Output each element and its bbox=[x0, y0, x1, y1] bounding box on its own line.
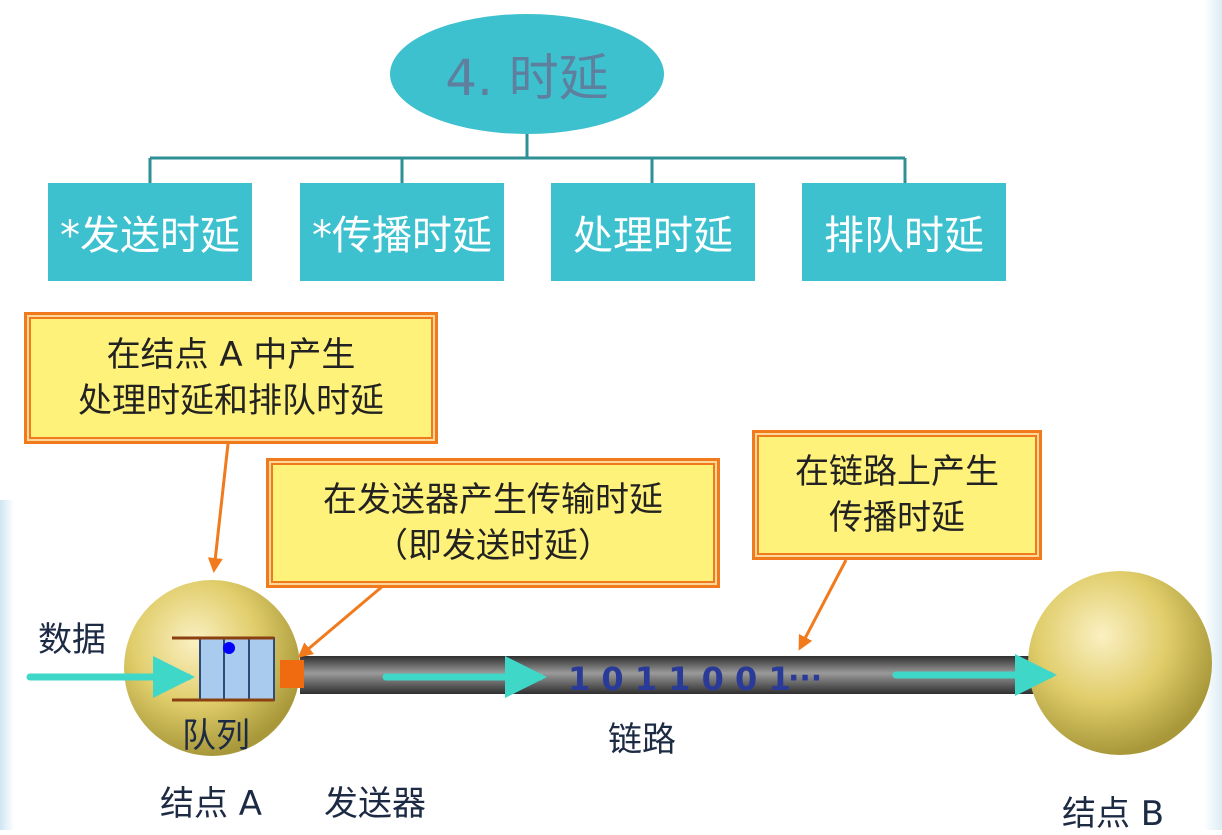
callout-link: 在链路上产生 传播时延 bbox=[752, 430, 1042, 560]
callout-line: 在发送器产生传输时延 bbox=[323, 480, 663, 520]
category-transmission-delay: *发送时延 bbox=[48, 183, 252, 281]
callout-pointers bbox=[207, 443, 848, 658]
data-label: 数据 bbox=[38, 620, 106, 660]
callout-line: 在链路上产生 bbox=[795, 452, 999, 492]
queue-label: 队列 bbox=[182, 716, 250, 756]
node-b-sphere bbox=[1028, 571, 1212, 755]
packet-dot bbox=[223, 642, 235, 654]
bits-ellipsis: ··· bbox=[788, 661, 822, 696]
category-label: 排队时延 bbox=[824, 213, 984, 259]
data-flow-arrows bbox=[26, 654, 1057, 698]
category-label: *传播时延 bbox=[312, 213, 492, 259]
callout-sender: 在发送器产生传输时延 （即发送时延） bbox=[266, 458, 720, 588]
sender-block bbox=[280, 660, 304, 688]
left-edge-gradient bbox=[0, 500, 14, 830]
title-ellipse: 4. 时延 bbox=[390, 14, 664, 134]
callout-line: 处理时延和排队时延 bbox=[78, 381, 384, 421]
callout-line: （即发送时延） bbox=[374, 526, 612, 566]
right-edge-gradient bbox=[1204, 0, 1222, 830]
queue bbox=[172, 636, 275, 702]
category-propagation-delay: *传播时延 bbox=[300, 183, 504, 281]
callout-line: 在结点 A 中产生 bbox=[106, 335, 356, 375]
category-queuing-delay: 排队时延 bbox=[802, 183, 1006, 281]
link-label: 链路 bbox=[608, 720, 676, 760]
category-processing-delay: 处理时延 bbox=[551, 183, 755, 281]
sender-label: 发送器 bbox=[324, 784, 426, 824]
bits-text: 1 0 1 1 0 0 1 bbox=[568, 660, 791, 698]
tree-connectors bbox=[148, 134, 907, 183]
callout-line: 传播时延 bbox=[829, 498, 965, 538]
node-b-label: 结点 B bbox=[1062, 794, 1165, 834]
page-title: 4. 时延 bbox=[445, 49, 609, 107]
node-a-label: 结点 A bbox=[160, 784, 263, 824]
category-label: 处理时延 bbox=[573, 213, 733, 259]
callout-node-a: 在结点 A 中产生 处理时延和排队时延 bbox=[24, 312, 438, 444]
category-label: *发送时延 bbox=[60, 213, 240, 259]
